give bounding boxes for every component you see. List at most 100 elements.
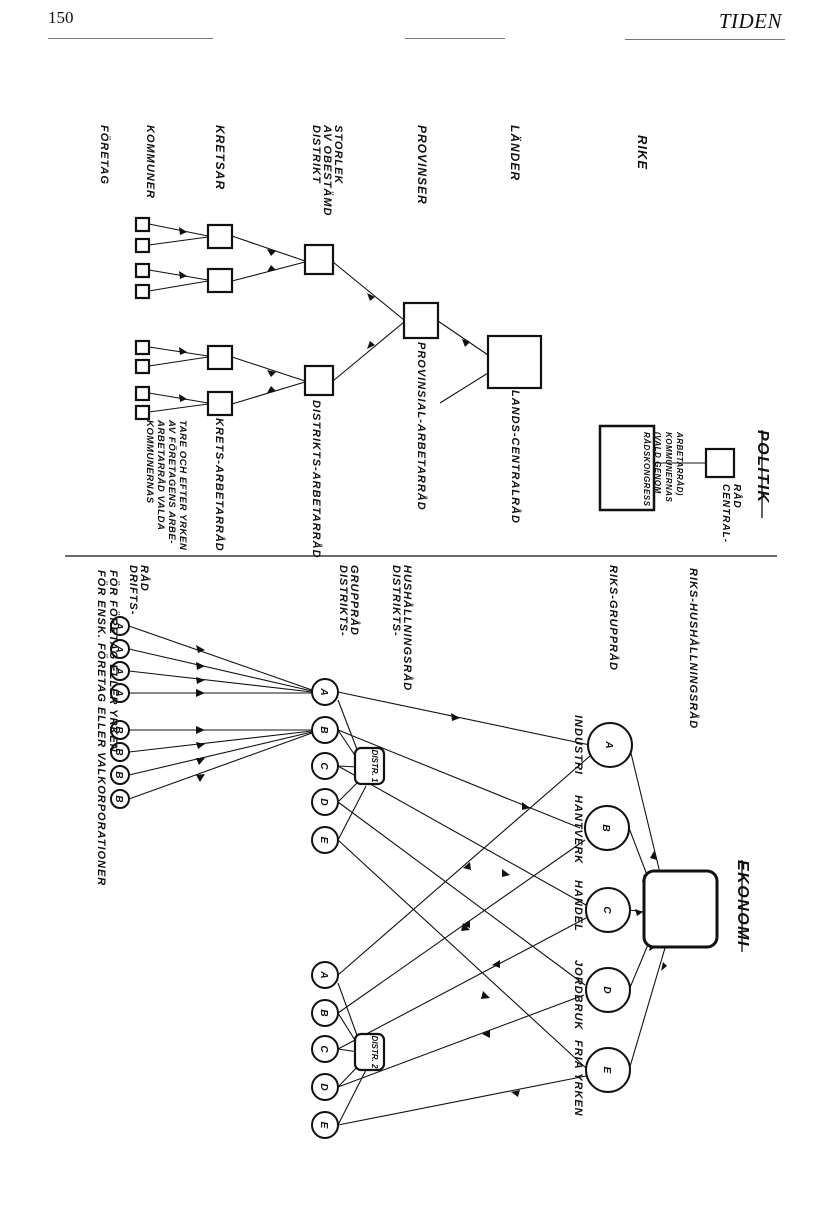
krets-box: [206, 390, 234, 417]
drifts-rad-circle: [110, 661, 130, 681]
riks-grupprad-circles: A B C D E: [584, 722, 633, 1093]
district1-letter-c: C: [318, 762, 329, 770]
sector-handel: HANDEL: [572, 880, 584, 932]
running-title: TIDEN: [718, 9, 782, 33]
riks-circle-e: [585, 1047, 631, 1093]
drifts-rad-letter: B: [113, 748, 124, 755]
drifts-rad-letter: B: [113, 726, 124, 733]
distrikt-box: [303, 364, 335, 397]
distr2-box: [353, 1032, 386, 1072]
sector-industri: INDUSTRI: [572, 715, 584, 775]
sector-jordbruk: JORDBRUK: [572, 960, 584, 1030]
district1-circle-c: [311, 752, 339, 780]
distr2-label: DISTR. 2: [370, 1036, 379, 1069]
krets-boxes: [206, 223, 234, 417]
district1-letter-a: A: [318, 687, 329, 695]
riks-letter-b: B: [600, 824, 611, 831]
krets-box: [206, 344, 234, 371]
district2-letter-c: C: [318, 1045, 329, 1053]
level-lander: LÄNDER: [508, 125, 523, 181]
radskongress-label: RÅDSKONGRESS (VALD GENOM KOMMUNERNAS ARB…: [642, 431, 684, 509]
politik-connectors: [148, 223, 489, 413]
level-foretag: FÖRETAG: [98, 125, 111, 185]
level-rike: RIKE: [635, 135, 650, 170]
distrikt-box: [303, 243, 335, 276]
kommun-box: [134, 216, 151, 233]
politik-level-labels: RIKE LÄNDER PROVINSER DISTRIKT AV OBESTÄ…: [98, 124, 650, 221]
drifts-rad-circle: [110, 616, 130, 636]
radskongress-box: [598, 424, 656, 512]
kommun-box: [134, 262, 151, 279]
district2-circle-e: [311, 1111, 339, 1139]
riks-hushallningsrad-label: RIKS-HUSHÅLLNINGSRÅD: [687, 568, 700, 729]
district2-circle-d: [311, 1073, 339, 1101]
drifts-rad-circles: A A A A B B B B: [110, 616, 130, 809]
drifts-rad-circle: [110, 683, 130, 703]
district1-letter-e: E: [318, 837, 329, 844]
page-number: 150: [48, 8, 74, 27]
drifts-rad-circle: [110, 720, 130, 740]
central-rad-box: [704, 447, 736, 479]
riks-grupprad-label: RIKS-GRUPPRÅD: [607, 565, 620, 671]
riks-letter-a: A: [603, 740, 614, 748]
drifts-rad-letter: B: [113, 771, 124, 778]
distrikts-grupprad-label: DISTRIKTS- GRUPPRÅD: [337, 565, 361, 641]
drifts-rad-label: DRIFTS- RÅD: [127, 565, 151, 619]
distrikts-arbetarrad-label: DISTRIKTS-ARBETARRÅD: [310, 400, 323, 559]
kommunernas-label: KOMMUNERNAS ARBETARRÅD VALDA AV FÖRETAGE…: [144, 419, 188, 551]
riks-letter-d: D: [601, 986, 612, 993]
kommun-boxes: [134, 216, 151, 421]
district1-letter-b: B: [318, 726, 329, 733]
lands-centralrad-label: LANDS-CENTRALRÅD: [509, 390, 522, 524]
drifts-rad-letter: A: [113, 644, 124, 652]
drifts-rad-letter: A: [113, 666, 124, 674]
district2-letter-d: D: [318, 1083, 329, 1090]
district2-circles: A B C D E: [311, 961, 339, 1139]
header-rule-middle: [405, 38, 505, 39]
lands-box: [486, 334, 543, 390]
header-rule-right: [625, 39, 785, 40]
krets-box: [206, 267, 234, 294]
header-rule-left: [48, 38, 213, 39]
level-distrikt: DISTRIKT AV OBESTÄMD STORLEK: [310, 124, 344, 221]
riks-circle-d: [585, 967, 631, 1013]
district2-circle-b: [311, 999, 339, 1027]
provinsial-arbetarrad-label: PROVINSIAL-ARBETARRÅD: [415, 342, 428, 511]
distr1-label: DISTR. 1: [370, 750, 379, 783]
district2-circle-c: [311, 1035, 339, 1063]
district1-circle-b: [311, 716, 339, 744]
kommun-box: [134, 358, 151, 375]
riks-circle-c: [585, 887, 631, 933]
district1-circle-e: [311, 826, 339, 854]
district1-circle-d: [311, 788, 339, 816]
central-rad-label: CENTRAL- RÅD: [720, 484, 744, 547]
district2-letter-a: A: [318, 970, 329, 978]
krets-arbetarrad-label: KRETS-ARBETARRÅD: [213, 418, 226, 552]
drifts-rad-letter: A: [113, 621, 124, 629]
drifts-rad-circle: [110, 742, 130, 762]
provins-box: [402, 301, 440, 340]
sector-hantverk: HANTVERK: [572, 795, 584, 864]
drifts-rad-letter: A: [113, 688, 124, 696]
riks-circle-b: [584, 805, 630, 851]
district2-letter-b: B: [318, 1009, 329, 1016]
district1-circles: A B C D E: [311, 678, 339, 854]
kommun-box: [134, 237, 151, 254]
distrikts-hushallningsrad-label: DISTRIKTS- HUSHÅLLNINGSRÅD: [390, 565, 414, 691]
foretag-note-label: FÖR ENSK. FÖRETAG ELLER VALKORPORATIONER…: [95, 570, 120, 890]
drifts-rad-circle: [110, 789, 130, 809]
district2-circle-a: [311, 961, 339, 989]
drifts-rad-letter: B: [113, 795, 124, 802]
district1-letter-d: D: [318, 798, 329, 805]
drifts-rad-circle: [110, 765, 130, 785]
kommun-box: [134, 404, 151, 421]
level-kommuner: KOMMUNER: [144, 125, 156, 199]
distr1-box: [353, 746, 386, 786]
district1-circle-a: [311, 678, 339, 706]
ekonomi-connectors: [128, 625, 667, 1126]
riks-letter-c: C: [601, 906, 612, 914]
sector-fria-yrken: FRIA YRKEN: [572, 1040, 584, 1117]
kommun-box: [134, 339, 151, 356]
